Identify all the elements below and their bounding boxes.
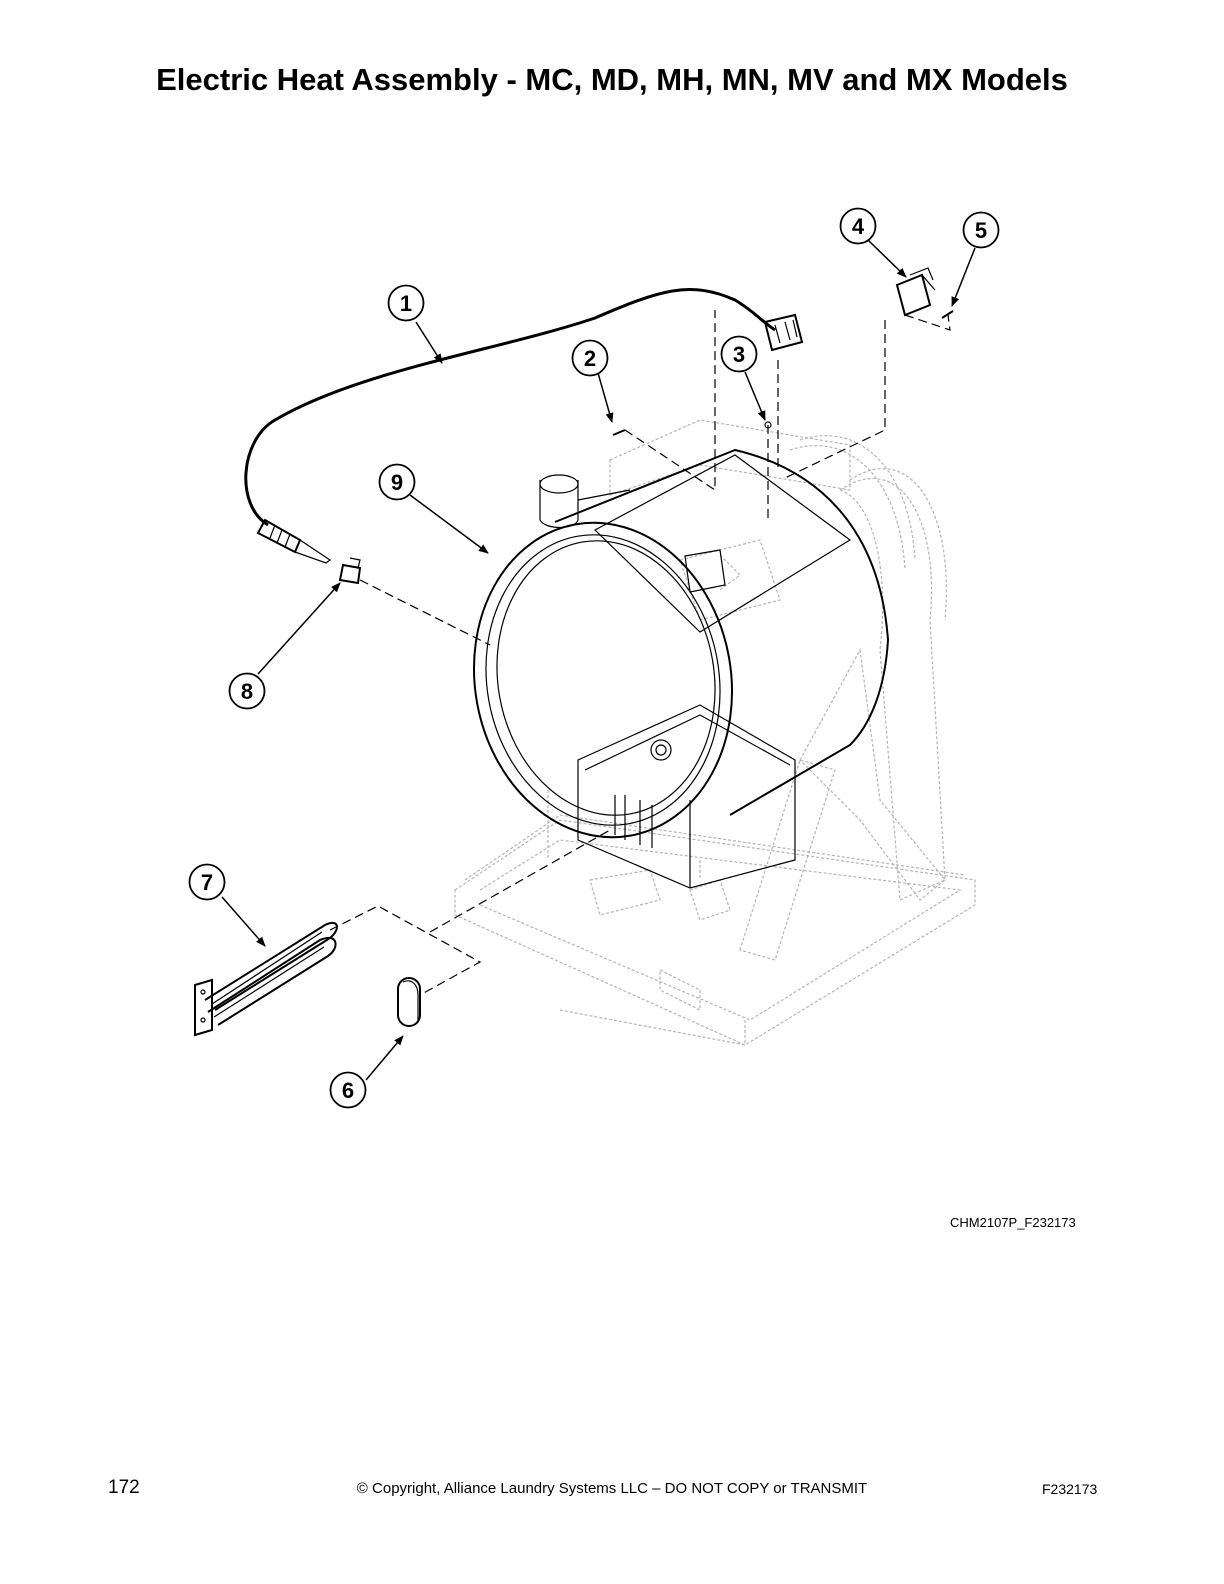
tub-drum xyxy=(472,448,890,889)
plug-grommet xyxy=(397,977,421,1027)
callout-1: 1 xyxy=(387,284,425,322)
page-number: 172 xyxy=(108,1477,140,1498)
callout-5: 5 xyxy=(962,211,1000,249)
copyright-notice: © Copyright, Alliance Laundry Systems LL… xyxy=(356,1480,868,1497)
svg-text:4: 4 xyxy=(852,214,865,239)
callout-8: 8 xyxy=(228,672,266,710)
callout-3: 3 xyxy=(720,335,758,373)
document-code: F232173 xyxy=(1042,1481,1098,1497)
svg-text:1: 1 xyxy=(400,291,412,316)
callout-6: 6 xyxy=(329,1071,367,1109)
svg-text:9: 9 xyxy=(391,470,403,495)
svg-text:8: 8 xyxy=(241,679,253,704)
sensor-cable xyxy=(244,288,776,564)
callout-9: 9 xyxy=(378,463,416,501)
leader-arrows xyxy=(221,239,976,1081)
callout-2: 2 xyxy=(571,339,609,377)
svg-text:2: 2 xyxy=(584,346,596,371)
screws xyxy=(612,310,954,436)
figure-id: CHM2107P_F232173 xyxy=(950,1215,1076,1230)
svg-text:7: 7 xyxy=(201,870,213,895)
heating-element xyxy=(194,921,338,1037)
wire-connector xyxy=(763,313,804,352)
svg-text:5: 5 xyxy=(975,218,987,243)
assembly-lines xyxy=(329,310,951,996)
svg-text:3: 3 xyxy=(733,342,745,367)
callout-4: 4 xyxy=(839,207,877,245)
callout-7: 7 xyxy=(188,863,226,901)
sensor-fitting xyxy=(338,557,362,585)
thermostat-switch xyxy=(895,267,936,317)
page-title: Electric Heat Assembly - MC, MD, MH, MN,… xyxy=(156,62,1068,97)
svg-text:6: 6 xyxy=(342,1078,354,1103)
